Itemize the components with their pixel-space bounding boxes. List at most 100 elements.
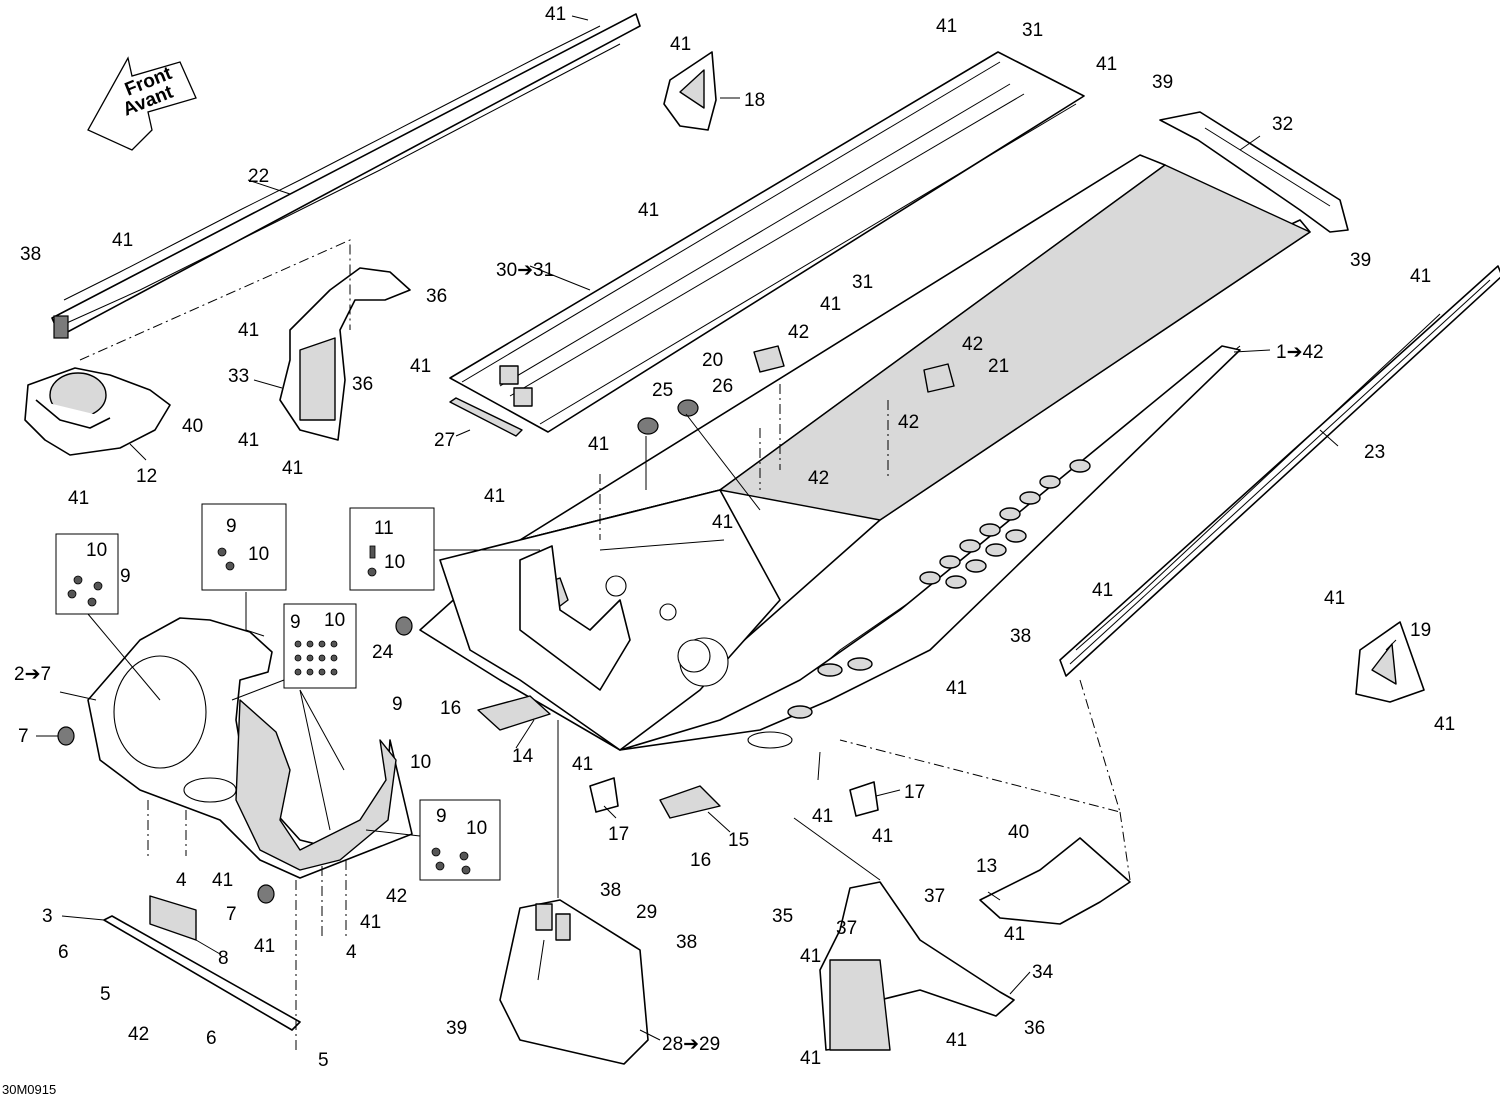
callout-1-42: 1➔42 xyxy=(1276,342,1324,363)
front-frame-2 xyxy=(87,617,413,879)
callout-33: 33 xyxy=(228,366,249,387)
callout-42: 42 xyxy=(962,334,983,355)
callout-25: 25 xyxy=(652,380,673,401)
callout-13: 13 xyxy=(976,856,997,877)
hardware-box-9-10-d xyxy=(419,799,501,881)
callout-41: 41 xyxy=(638,200,659,221)
hardware-box-9-10-b xyxy=(201,503,287,591)
heat-exchanger-28 xyxy=(499,899,649,1065)
callout-15: 15 xyxy=(728,830,749,851)
callout-41: 41 xyxy=(238,430,259,451)
callout-41: 41 xyxy=(254,936,275,957)
callout-41: 41 xyxy=(936,16,957,37)
callout-8: 8 xyxy=(218,948,229,969)
bracket-13 xyxy=(979,837,1131,925)
front-direction-arrow: Front Avant xyxy=(87,56,197,151)
callout-10: 10 xyxy=(86,540,107,561)
callout-9: 9 xyxy=(290,612,301,633)
callout-12: 12 xyxy=(136,466,157,487)
callout-41: 41 xyxy=(670,34,691,55)
callout-7: 7 xyxy=(226,904,237,925)
callout-5: 5 xyxy=(100,984,111,1005)
bumper-stop-7 xyxy=(57,726,275,904)
callout-41: 41 xyxy=(712,512,733,533)
strip-27 xyxy=(449,397,523,437)
callout-10: 10 xyxy=(384,552,405,573)
leader-lines xyxy=(36,15,1397,1041)
callout-41: 41 xyxy=(872,826,893,847)
callout-4: 4 xyxy=(176,870,187,891)
bracket-18 xyxy=(663,51,717,131)
callout-18: 18 xyxy=(744,90,765,111)
hardware-box-10-11 xyxy=(349,507,435,591)
callout-17: 17 xyxy=(904,782,925,803)
callout-39: 39 xyxy=(1350,250,1371,271)
cap-26 xyxy=(677,399,699,417)
callout-9: 9 xyxy=(226,516,237,537)
cap-25 xyxy=(637,417,659,435)
footrest-15 xyxy=(659,785,721,819)
callout-39: 39 xyxy=(446,1018,467,1039)
callout-42: 42 xyxy=(898,412,919,433)
callout-3: 3 xyxy=(42,906,53,927)
callout-11: 11 xyxy=(374,518,394,539)
rear-bracket-34 xyxy=(819,881,1015,1051)
callout-41: 41 xyxy=(282,458,303,479)
callout-19: 19 xyxy=(1410,620,1431,641)
callout-28-29: 28➔29 xyxy=(662,1034,720,1055)
callout-38: 38 xyxy=(20,244,41,265)
callout-20: 20 xyxy=(702,350,723,371)
callout-6: 6 xyxy=(206,1028,217,1049)
grommet-24 xyxy=(395,616,413,636)
callout-39: 39 xyxy=(1152,72,1173,93)
callout-4: 4 xyxy=(346,942,357,963)
callout-37: 37 xyxy=(924,886,945,907)
callout-38: 38 xyxy=(676,932,697,953)
callout-37: 37 xyxy=(836,918,857,939)
callout-41: 41 xyxy=(212,870,233,891)
tunnel-vents xyxy=(787,459,1091,719)
callout-36: 36 xyxy=(1024,1018,1045,1039)
callout-36: 36 xyxy=(426,286,447,307)
callout-24: 24 xyxy=(372,642,394,663)
callout-41: 41 xyxy=(238,320,259,341)
callout-27: 27 xyxy=(434,430,455,451)
callout-9: 9 xyxy=(392,694,403,715)
callout-40: 40 xyxy=(182,416,203,437)
clip-20 xyxy=(753,345,785,373)
callout-30-31: 30➔31 xyxy=(496,260,554,281)
callout-41: 41 xyxy=(1092,580,1113,601)
hardware-box-9-10-c xyxy=(283,603,357,689)
callout-6: 6 xyxy=(58,942,69,963)
callout-2-7: 2➔7 xyxy=(14,664,51,685)
callout-16: 16 xyxy=(690,850,711,871)
callout-41: 41 xyxy=(360,912,381,933)
callout-26: 26 xyxy=(712,376,733,397)
callout-35: 35 xyxy=(772,906,793,927)
callout-41: 41 xyxy=(68,488,89,509)
front-plate-3 xyxy=(103,895,301,1031)
callout-32: 32 xyxy=(1272,114,1293,135)
callout-41: 41 xyxy=(572,754,593,775)
callout-10: 10 xyxy=(466,818,487,839)
callout-41: 41 xyxy=(1004,924,1025,945)
callout-42: 42 xyxy=(808,468,829,489)
callout-7: 7 xyxy=(18,726,29,747)
alignment-lines xyxy=(79,239,1131,1050)
callout-41: 41 xyxy=(1410,266,1431,287)
callout-41: 41 xyxy=(1434,714,1455,735)
bracket-12 xyxy=(24,367,171,456)
callout-38: 38 xyxy=(600,880,621,901)
bracket-33 xyxy=(279,267,411,441)
running-board-right-23 xyxy=(1059,265,1500,677)
callout-41: 41 xyxy=(112,230,133,251)
callout-21: 21 xyxy=(988,356,1009,377)
rear-bar-32 xyxy=(1159,111,1349,233)
callout-labels: 41 22 41 38 40 12 41 36 41 33 36 41 41 4… xyxy=(2,4,1455,1097)
callout-41: 41 xyxy=(588,434,609,455)
callout-22: 22 xyxy=(248,166,269,187)
plate-17 xyxy=(589,777,879,817)
callout-41: 41 xyxy=(410,356,431,377)
